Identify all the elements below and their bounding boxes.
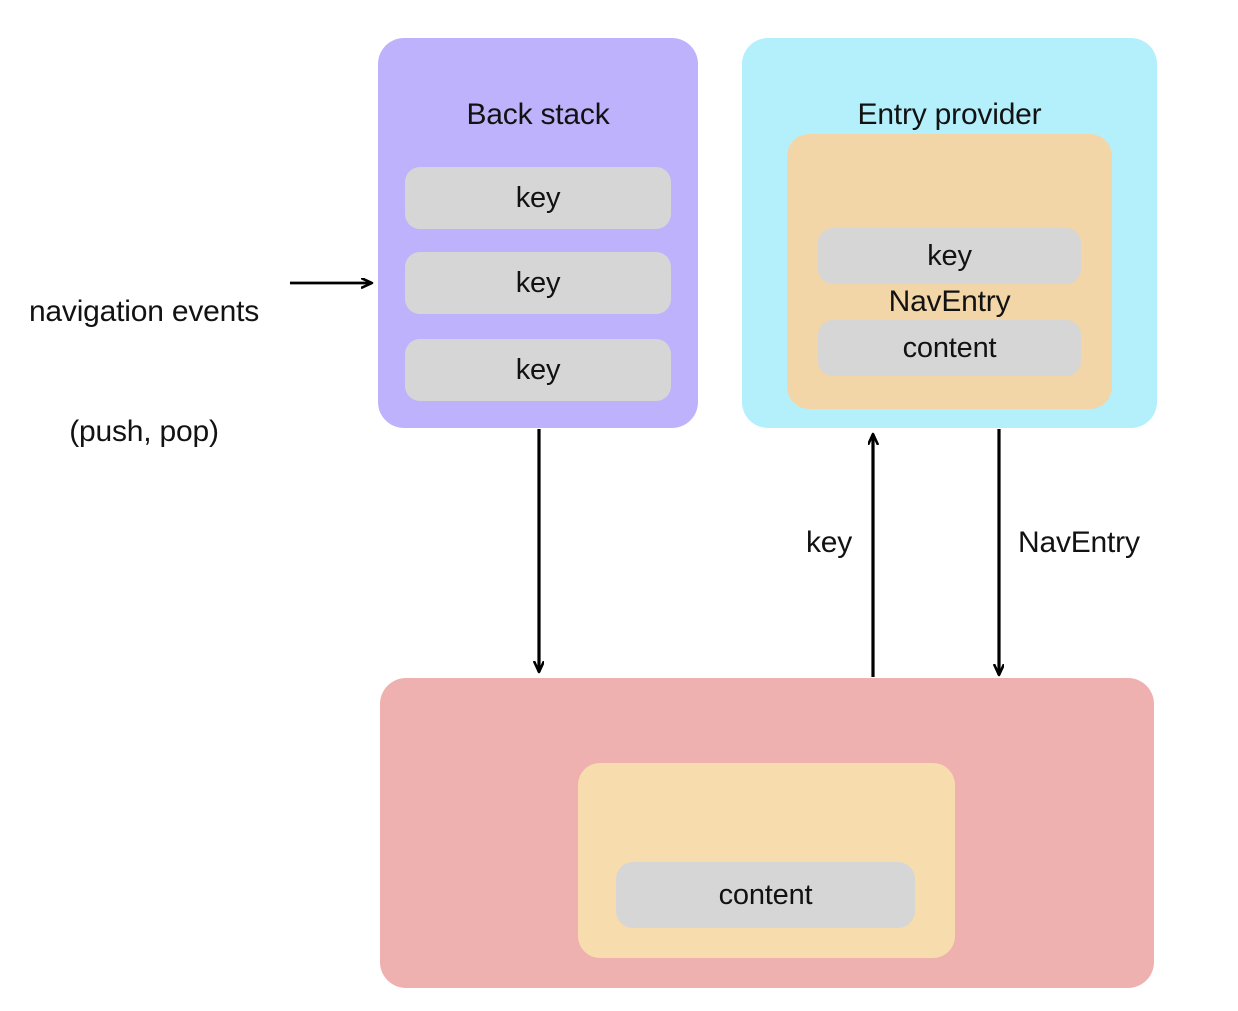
edge-naventry-label: NavEntry xyxy=(1018,526,1140,559)
navigation-events-label-line1: navigation events xyxy=(28,295,260,328)
edge-key-label: key xyxy=(806,526,853,559)
entry-provider-title: Entry provider xyxy=(857,98,1042,131)
back-stack-key-pill: key xyxy=(405,167,671,229)
back-stack-key-pill: key xyxy=(405,339,671,401)
entry-provider-nav-entry-key-pill: key xyxy=(818,228,1081,284)
entry-provider-nav-entry-content-pill: content xyxy=(818,320,1081,376)
back-stack-key-pill: key xyxy=(405,252,671,314)
entry-provider-nav-entry-title: NavEntry xyxy=(888,285,1011,318)
nav-display-nav-entry-content-pill: content xyxy=(616,862,915,928)
nav-display-nav-entry-box: NavEntry xyxy=(578,763,955,958)
back-stack-title: Back stack xyxy=(466,98,610,131)
navigation-events-label-line2: (push, pop) xyxy=(69,415,219,448)
navigation-events-label: navigation events (push, pop) xyxy=(10,212,278,532)
